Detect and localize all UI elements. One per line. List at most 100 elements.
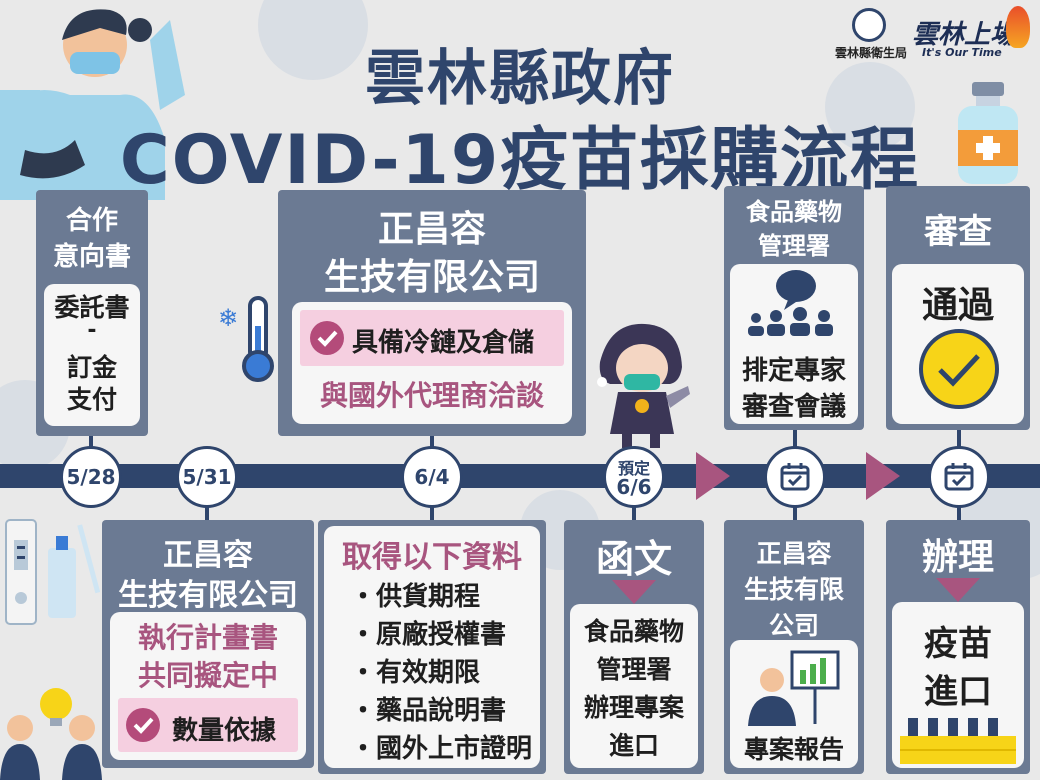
date-label: 5/28 <box>66 465 116 489</box>
card-title: 正昌容 <box>163 538 253 573</box>
card-title: 正昌容 <box>756 539 832 568</box>
connector <box>205 506 209 520</box>
card-review: 審查 通過 <box>886 186 1030 430</box>
date-marker-6-4: 6/4 <box>401 446 463 508</box>
flame-icon <box>1006 6 1030 48</box>
card-text: 支付 <box>66 385 117 414</box>
card-company-report: 正昌容 生技有限 公司 專案報告 <box>724 520 864 774</box>
feature-negotiation: 與國外代理商洽談 <box>319 379 544 412</box>
date-marker-5-28: 5/28 <box>60 446 122 508</box>
card-title: 函文 <box>595 537 672 581</box>
check-icon <box>126 708 160 742</box>
card-title: 辦理 <box>921 537 994 578</box>
vaccine-crate-icon <box>900 718 1016 764</box>
card-text: 執行計畫書 <box>137 621 278 654</box>
document-item: ・藥品說明書 <box>350 696 507 726</box>
calendar-check-icon <box>780 463 810 491</box>
card-text: 委託書 <box>54 293 130 322</box>
card-text: 排定專家 <box>741 356 846 386</box>
documents-title: 取得以下資料 <box>342 540 522 575</box>
card-title: 生技有限公司 <box>118 578 298 613</box>
card-documents: 取得以下資料 ・供貨期程 ・原廠授權書 ・有效期限 ・藥品說明書 ・國外上市證明 <box>318 520 546 774</box>
card-text: 進口 <box>924 672 992 712</box>
virus-decoration <box>825 62 915 152</box>
calendar-check-icon <box>944 463 974 491</box>
connector <box>793 506 797 520</box>
card-body: 食品藥物 管理署 辦理專案 進口 <box>570 604 698 768</box>
card-vaccine-import: 辦理 疫苗 進口 <box>886 520 1030 774</box>
calendar-marker <box>928 446 990 508</box>
card-company-plan: 正昌容 生技有限公司 執行計畫書 共同擬定中 數量依據 <box>102 520 314 768</box>
test-kit-illustration <box>5 519 100 625</box>
expert-meeting-icon <box>748 270 833 336</box>
card-body: 具備冷鏈及倉儲 與國外代理商洽談 <box>292 302 572 424</box>
card-body: 執行計畫書 共同擬定中 數量依據 <box>110 612 306 760</box>
date-label: 6/6 <box>616 475 652 499</box>
date-marker-5-31: 5/31 <box>176 446 238 508</box>
card-title: 正昌容 <box>377 209 486 250</box>
date-label: 6/4 <box>414 465 450 489</box>
card-title: 審查 <box>924 212 992 252</box>
card-text: 專案報告 <box>743 735 844 764</box>
page-title: 雲林縣政府 <box>365 44 675 114</box>
thermometer-icon <box>242 296 274 382</box>
calendar-marker <box>764 446 826 508</box>
health-bureau-name: 雲林縣衛生局 <box>834 46 907 60</box>
card-text: 疫苗 <box>924 624 992 664</box>
timeline-arrow <box>696 452 730 500</box>
slogan-logo: 雲林上場 <box>912 20 1017 50</box>
mascot-illustration <box>597 323 690 448</box>
quantity-basis: 數量依據 <box>172 716 277 746</box>
timeline-arrow <box>866 452 900 500</box>
connector <box>957 506 961 520</box>
card-text: 進口 <box>608 731 659 760</box>
document-item: ・有效期限 <box>350 658 481 688</box>
presentation-icon <box>748 650 840 726</box>
card-title: 合作 <box>65 206 118 236</box>
card-body: 通過 <box>892 264 1024 424</box>
snowflake-icon: ❄ <box>218 304 239 332</box>
card-text: 共同擬定中 <box>137 659 278 692</box>
card-title: 生技有限 <box>743 575 844 604</box>
card-text: 辦理專案 <box>583 693 684 722</box>
card-body: 專案報告 <box>730 640 858 768</box>
document-item: ・原廠授權書 <box>350 620 507 650</box>
card-text: 審查會議 <box>741 392 846 422</box>
card-title: 管理署 <box>758 232 830 260</box>
document-item: ・國外上市證明 <box>350 734 533 764</box>
card-official-letter: 函文 食品藥物 管理署 辦理專案 進口 <box>564 520 704 774</box>
card-fda-meeting: 食品藥物 管理署 排定專家 審查會議 <box>724 186 864 430</box>
card-text: 訂金 <box>66 353 117 382</box>
business-people-illustration <box>0 688 102 780</box>
connector <box>430 506 434 520</box>
card-text: 管理署 <box>596 655 672 684</box>
card-letter-of-intent: 合作 意向書 委託書 - 訂金 支付 <box>36 190 148 436</box>
doctor-illustration <box>0 9 185 200</box>
review-result: 通過 <box>921 285 994 326</box>
health-bureau-seal-icon <box>852 8 886 42</box>
document-item: ・供貨期程 <box>350 582 481 612</box>
approved-check-icon <box>919 329 999 409</box>
card-body: 疫苗 進口 <box>892 602 1024 768</box>
feature-cold-chain: 具備冷鏈及倉儲 <box>352 328 535 358</box>
card-body: 委託書 - 訂金 支付 <box>44 284 140 426</box>
page-subtitle: COVID-19疫苗採購流程 <box>119 121 921 200</box>
date-label: 5/31 <box>182 465 232 489</box>
date-prefix: 預定 <box>617 459 650 478</box>
connector <box>632 506 636 520</box>
card-text: 食品藥物 <box>583 617 684 646</box>
card-body: 排定專家 審查會議 <box>730 264 858 424</box>
card-title: 食品藥物 <box>746 198 842 226</box>
vaccine-bottle-icon <box>958 82 1018 184</box>
card-company-cold-chain: 正昌容 生技有限公司 具備冷鏈及倉儲 與國外代理商洽談 <box>278 190 586 436</box>
card-text: - <box>87 318 97 343</box>
check-icon <box>310 321 344 355</box>
slogan-sub: It's Our Time <box>922 46 1002 59</box>
card-title: 生技有限公司 <box>323 257 540 298</box>
date-marker-6-6: 預定 6/6 <box>603 446 665 508</box>
card-title: 公司 <box>768 611 819 640</box>
card-title: 意向書 <box>52 242 131 272</box>
down-arrow <box>936 578 980 602</box>
card-body: 取得以下資料 ・供貨期程 ・原廠授權書 ・有效期限 ・藥品說明書 ・國外上市證明 <box>324 526 540 768</box>
down-arrow <box>612 580 656 604</box>
